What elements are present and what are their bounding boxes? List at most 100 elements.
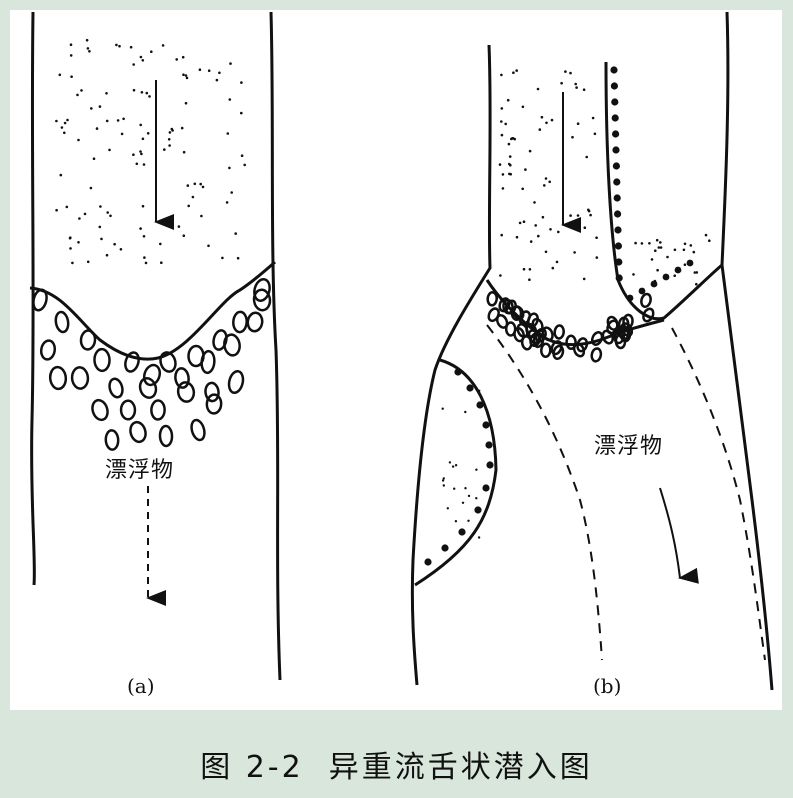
stipple-dot <box>207 245 210 248</box>
stipple-dot <box>90 107 93 110</box>
bank-deposit-dot <box>482 484 489 491</box>
stipple-dot <box>241 154 244 157</box>
stipple-dot <box>500 120 503 123</box>
bank-deposit-dot <box>651 281 658 288</box>
debris-ring <box>121 401 135 420</box>
debris-ring <box>160 426 173 446</box>
stipple-dot <box>509 155 512 158</box>
stipple-dot <box>87 261 90 264</box>
stipple-dot <box>227 132 230 135</box>
stipple-dot <box>187 205 190 208</box>
bank-deposit-dot <box>614 226 621 233</box>
stipple-dot <box>557 231 560 234</box>
stipple-dot <box>143 235 146 238</box>
stipple-dot <box>78 217 81 220</box>
stipple-dot <box>146 92 149 95</box>
stipple-dot <box>99 105 102 108</box>
stipple-dot <box>659 241 662 244</box>
stipple-dot <box>571 136 574 139</box>
stipple-dot <box>543 184 546 187</box>
stipple-dot <box>183 234 186 237</box>
stipple-dot <box>528 278 531 281</box>
stipple-dot <box>106 120 109 123</box>
stipple-dot <box>171 128 174 131</box>
stipple-dot <box>55 209 58 212</box>
stipple-dot <box>162 44 165 47</box>
stipple-dot <box>61 126 64 129</box>
stipple-dot <box>574 83 577 86</box>
bank-deposit-dot <box>613 162 620 169</box>
stipple-dot <box>508 163 511 166</box>
stipple-dot <box>117 119 120 122</box>
stipple-dot <box>545 177 548 180</box>
panel-a-sediment-stipple <box>55 39 246 264</box>
debris-ring <box>566 336 575 349</box>
panel-a-right-bank <box>271 12 280 680</box>
debris-ring <box>40 340 56 361</box>
stipple-dot <box>690 244 693 247</box>
stipple-dot <box>529 150 532 153</box>
stipple-dot <box>695 283 698 286</box>
stipple-dot <box>524 168 527 171</box>
stipple-dot <box>549 228 552 231</box>
stipple-dot <box>160 261 163 264</box>
stipple-dot <box>187 184 190 187</box>
stipple-dot <box>100 238 103 241</box>
stipple-dot <box>472 532 474 534</box>
panel-b-downstream-arrow <box>660 488 680 578</box>
stipple-dot <box>194 183 197 186</box>
stipple-dot <box>577 122 580 125</box>
stipple-dot <box>507 99 510 102</box>
stipple-dot <box>66 206 69 209</box>
stipple-dot <box>569 72 572 75</box>
stipple-dot <box>141 91 144 94</box>
bank-deposit-dot <box>611 98 618 105</box>
bank-deposit-dot <box>486 461 493 468</box>
stipple-dot <box>508 143 511 146</box>
debris-ring <box>233 312 247 333</box>
stipple-dot <box>673 274 676 277</box>
stipple-dot <box>218 72 221 75</box>
stipple-dot <box>199 183 202 186</box>
stipple-dot <box>175 58 178 61</box>
panel-b-underflow-path-left <box>487 325 602 660</box>
stipple-dot <box>634 242 637 245</box>
stipple-dot <box>641 242 644 245</box>
stipple-dot <box>90 187 93 190</box>
figure-caption: 图 2-2 异重流舌状潜入图 <box>0 742 793 786</box>
stipple-dot <box>140 56 143 59</box>
panel-b-tributary-wedge <box>606 62 722 319</box>
panel-b <box>412 12 772 690</box>
panel-b-right-bank <box>722 12 772 690</box>
debris-ring <box>174 368 189 389</box>
stipple-dot <box>658 246 661 249</box>
stipple-dot <box>577 214 580 217</box>
stipple-dot <box>186 77 189 80</box>
stipple-dot <box>228 167 231 170</box>
stipple-dot <box>99 226 102 229</box>
stipple-dot <box>64 122 67 125</box>
stipple-dot <box>560 82 563 85</box>
stipple-dot <box>512 71 515 74</box>
bank-deposit-dot <box>474 506 481 513</box>
stipple-dot <box>468 495 470 497</box>
stipple-dot <box>447 507 449 509</box>
stipple-dot <box>596 256 599 259</box>
stipple-dot <box>208 69 211 72</box>
debris-ring <box>189 419 206 442</box>
bank-deposit-dot <box>612 114 619 121</box>
debris-ring <box>247 312 264 332</box>
stipple-dot <box>60 174 63 177</box>
stipple-dot <box>113 243 116 246</box>
stipple-dot <box>660 246 663 249</box>
bank-deposit-dot <box>639 288 646 295</box>
stipple-dot <box>541 116 544 119</box>
stipple-dot <box>656 239 659 242</box>
stipple-dot <box>108 149 111 152</box>
stipple-dot <box>120 248 123 251</box>
stipple-dot <box>523 220 526 223</box>
stipple-dot <box>589 214 592 217</box>
bank-deposit-dot <box>615 242 622 249</box>
stipple-dot <box>130 46 133 49</box>
stipple-dot <box>168 138 171 141</box>
